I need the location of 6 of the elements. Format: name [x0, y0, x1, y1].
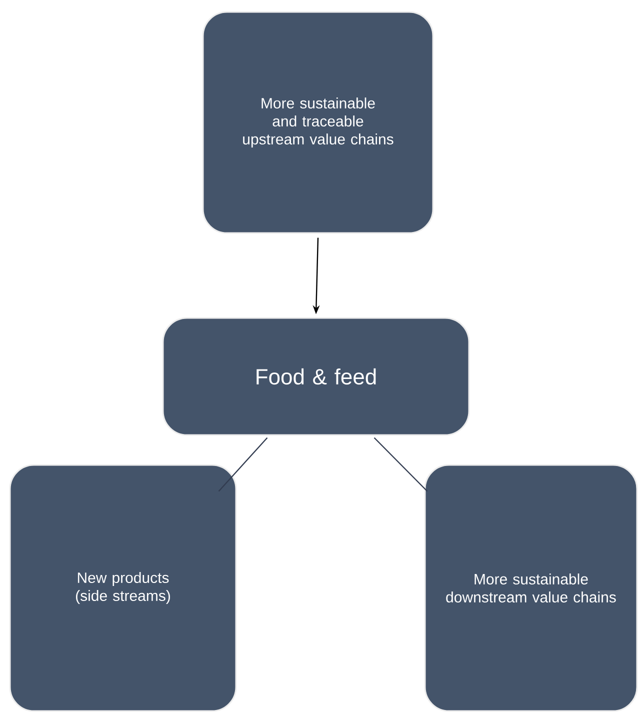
connector-line — [218, 437, 268, 492]
rounded-box: New products (side streams) — [9, 464, 237, 712]
rounded-box: More sustainable and traceable upstream value chains — [202, 11, 434, 234]
rounded-box: More sustainable downstream value chains — [424, 464, 638, 712]
connector-line — [374, 437, 428, 492]
rounded-box: Food & feed — [162, 317, 470, 436]
